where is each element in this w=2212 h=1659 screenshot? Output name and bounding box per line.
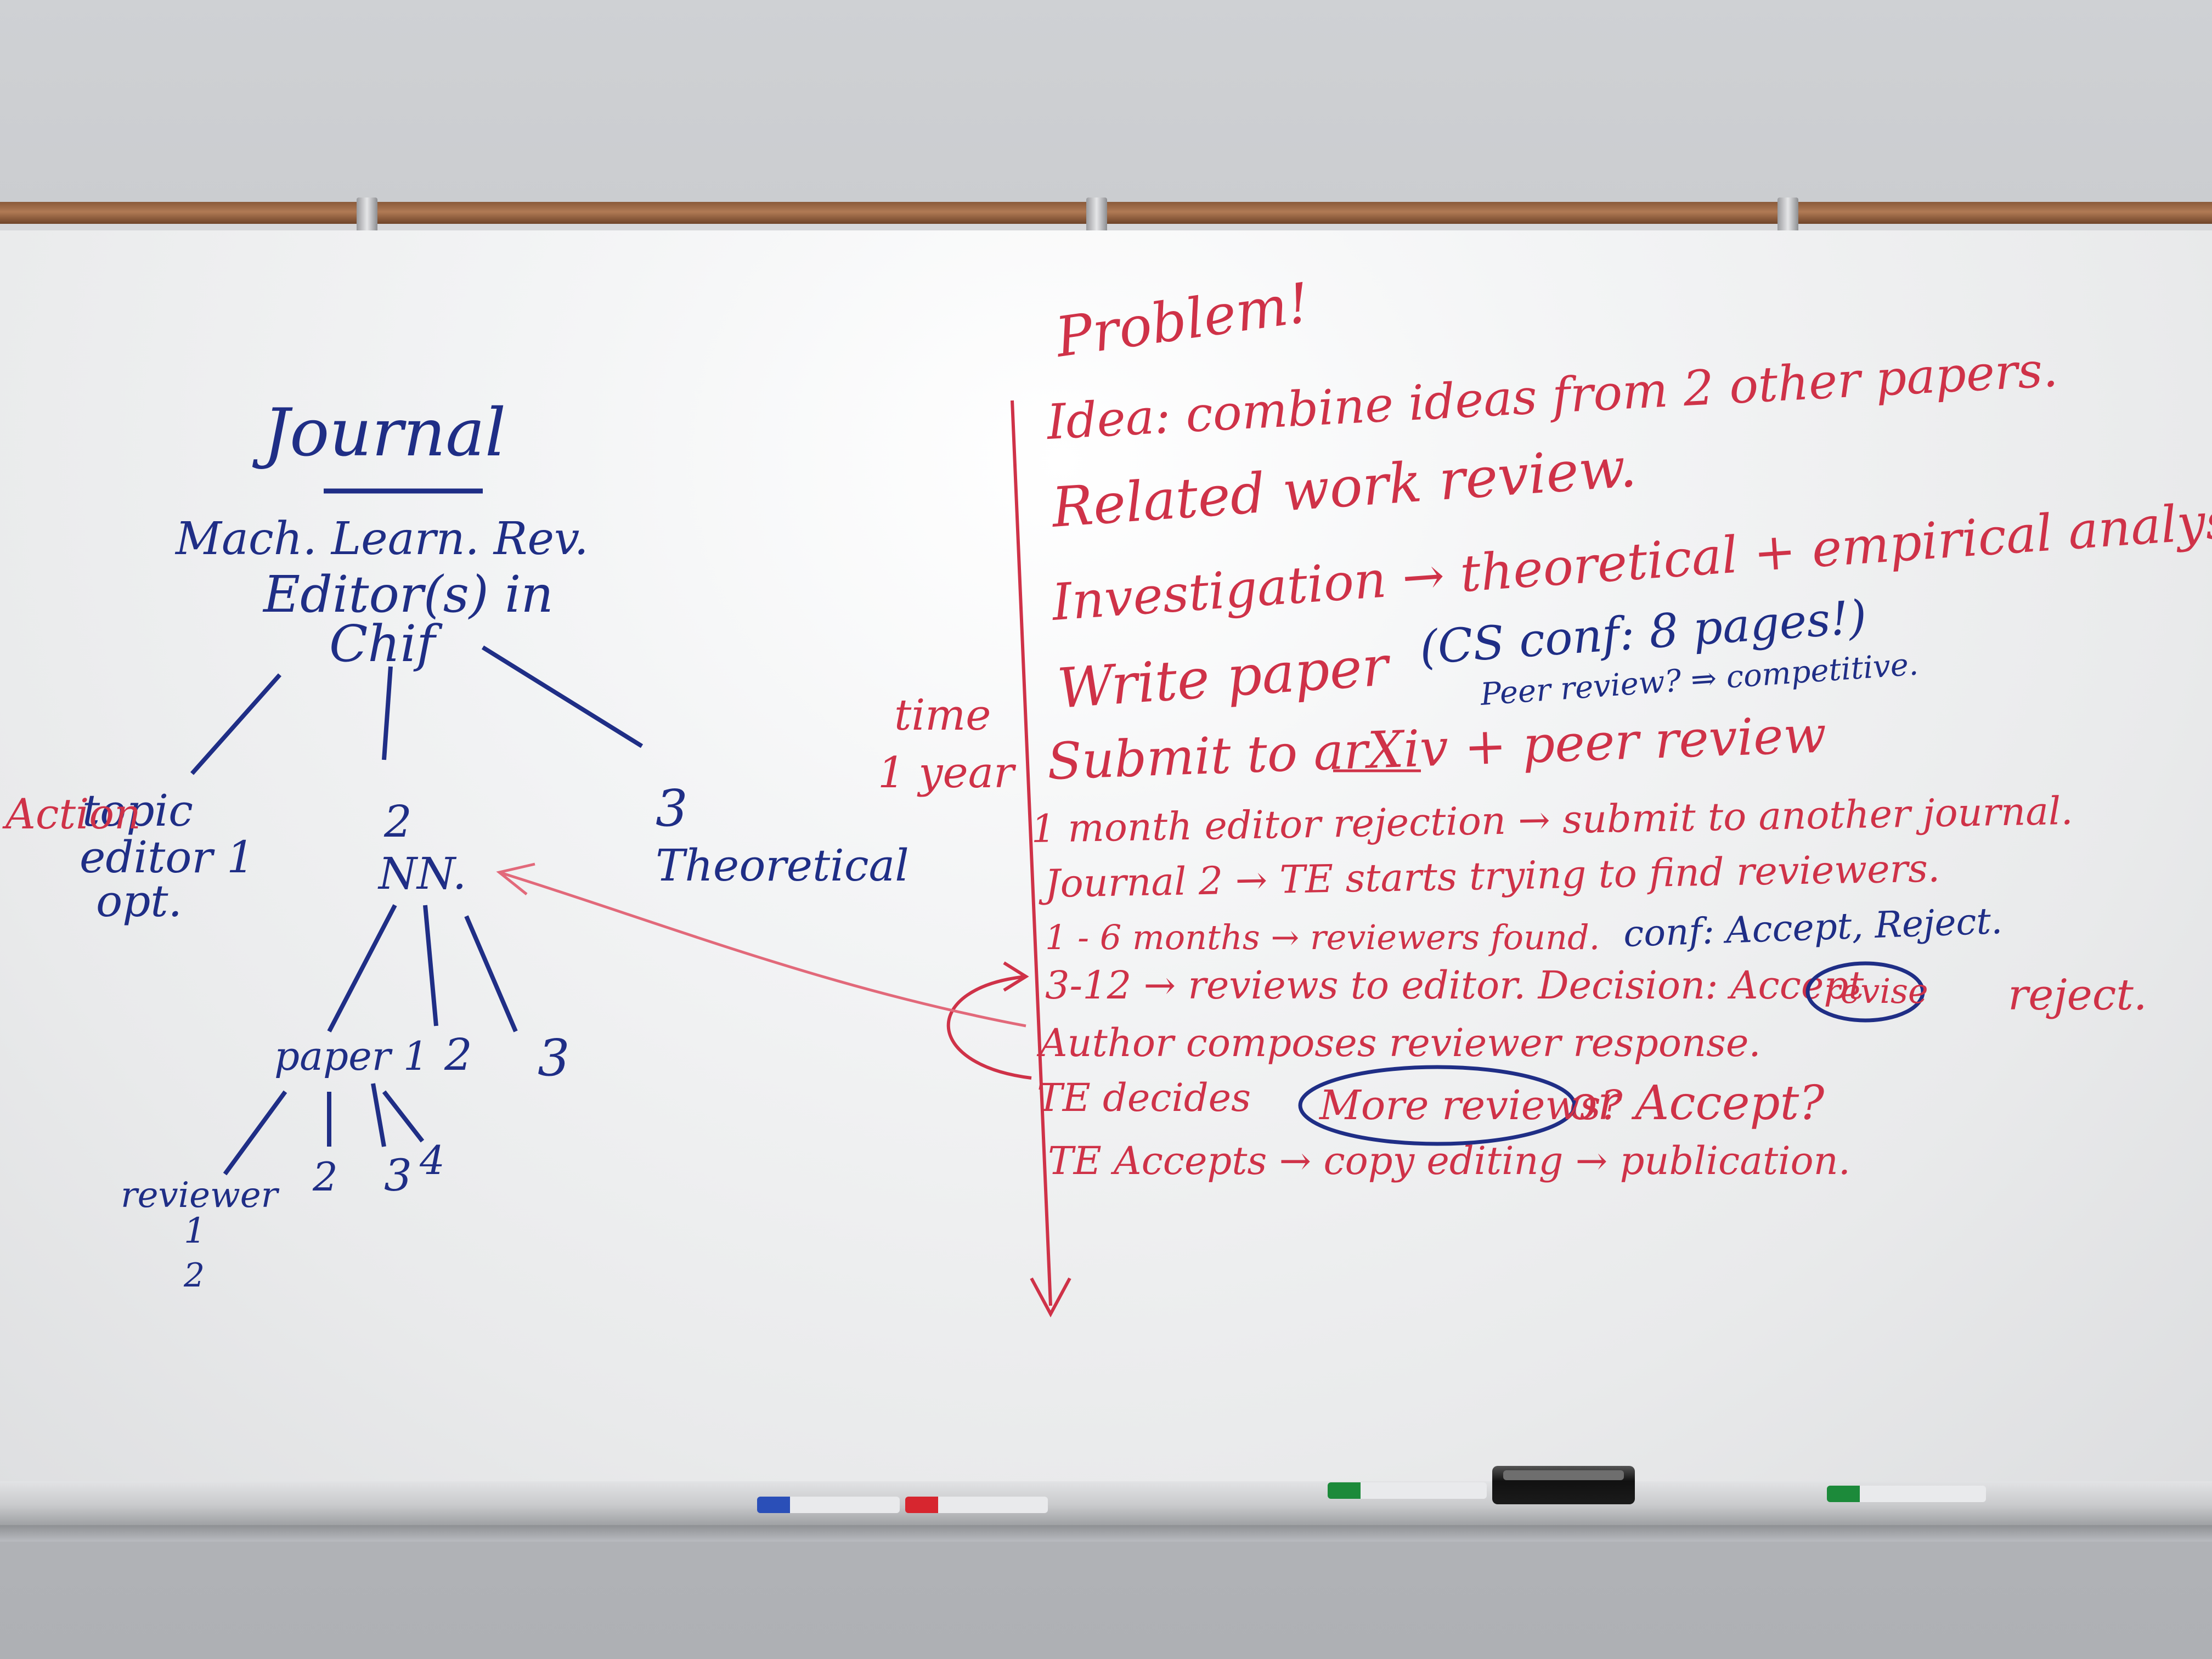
reviewer1-number: 1 <box>184 1211 206 1251</box>
node2-number: 2 <box>383 796 412 847</box>
node3-number: 3 <box>656 779 688 838</box>
tree-branch <box>481 645 644 748</box>
reviewer-extra-scribble: 2 <box>183 1256 205 1295</box>
reviewer2-label: 2 <box>312 1154 338 1200</box>
timeline-line: TE decides <box>1037 1075 1251 1120</box>
node1-line1: topic <box>82 785 193 836</box>
timeline-arrowhead <box>1030 1277 1071 1318</box>
chief-line2: Chif <box>329 614 443 673</box>
action-label: Action <box>2 789 141 838</box>
time-label: time <box>894 691 991 740</box>
reviewer4-label: 4 <box>419 1137 445 1183</box>
timeline-line: Related work review. <box>1049 435 1639 540</box>
revise-word: revise <box>1824 971 1928 1011</box>
tree-branch <box>464 915 518 1032</box>
timeline-line: Problem! <box>1051 270 1313 370</box>
timeline-line: Idea: combine ideas from 2 other papers. <box>1045 341 2059 451</box>
year-label: 1 year <box>878 748 1017 798</box>
conf-accept-note: conf: Accept, Reject. <box>1623 900 2003 955</box>
link-arrowhead <box>496 862 535 895</box>
reviewer3-label: 3 <box>384 1150 412 1201</box>
more-reviews-word: More reviews? <box>1318 1082 1623 1129</box>
green-marker[interactable] <box>1827 1486 1986 1502</box>
timeline-line: TE Accepts → copy editing → publication. <box>1048 1138 1850 1183</box>
timeline-line: Journal 2 → TE starts trying to find rev… <box>1038 846 1940 907</box>
timeline-line: 1 month editor rejection → submit to ano… <box>1031 788 2073 851</box>
paper1-label: paper 1 <box>274 1033 428 1079</box>
chief-line1: Editor(s) in <box>262 565 554 624</box>
tree-branch <box>190 673 281 775</box>
journal-subtitle: Mach. Learn. Rev. <box>174 513 589 565</box>
tree-branch <box>327 904 397 1032</box>
loop-arrowhead <box>1003 961 1029 992</box>
timeline-line: Author composes reviewer response. <box>1036 1020 1761 1065</box>
node3-label: Theoretical <box>656 840 909 891</box>
tree-branch <box>382 666 393 760</box>
more-reviews-circle <box>1298 1065 1577 1146</box>
timeline-axis <box>1011 400 1052 1306</box>
paper2-label: 2 <box>444 1029 472 1080</box>
revise-circle <box>1805 961 1925 1023</box>
tree-branch <box>223 1090 287 1176</box>
green-marker[interactable] <box>1328 1482 1487 1499</box>
reject-tail: reject. <box>2008 970 2147 1020</box>
tree-branch <box>423 905 438 1026</box>
link-arrow-to-nn <box>499 871 1026 1028</box>
node1-line3: opt. <box>96 876 182 927</box>
red-marker[interactable] <box>905 1497 1048 1513</box>
eraser[interactable] <box>1492 1466 1635 1504</box>
tray-shadow <box>0 1525 2212 1542</box>
tree-branch <box>371 1083 386 1147</box>
tree-branch <box>382 1090 425 1143</box>
reviewer1-label: reviewer <box>121 1175 280 1216</box>
timeline-line: Write paper <box>1056 634 1393 721</box>
node1-line2: editor 1 <box>80 832 255 883</box>
whiteboard <box>0 230 2212 1509</box>
loop-arrow <box>946 975 1032 1080</box>
or-accept: or Accept? <box>1569 1076 1825 1131</box>
journal-title: Journal <box>252 395 506 471</box>
paper3-label: 3 <box>538 1029 570 1087</box>
node2-label: NN. <box>377 848 466 899</box>
timeline-line: 3-12 → reviews to editor. Decision: Acce… <box>1045 963 1864 1008</box>
timeline-line: Submit to arXiv + peer review <box>1046 705 1827 791</box>
blue-marker[interactable] <box>757 1497 900 1513</box>
timeline-line: 1 - 6 months → reviewers found. <box>1045 917 1600 957</box>
